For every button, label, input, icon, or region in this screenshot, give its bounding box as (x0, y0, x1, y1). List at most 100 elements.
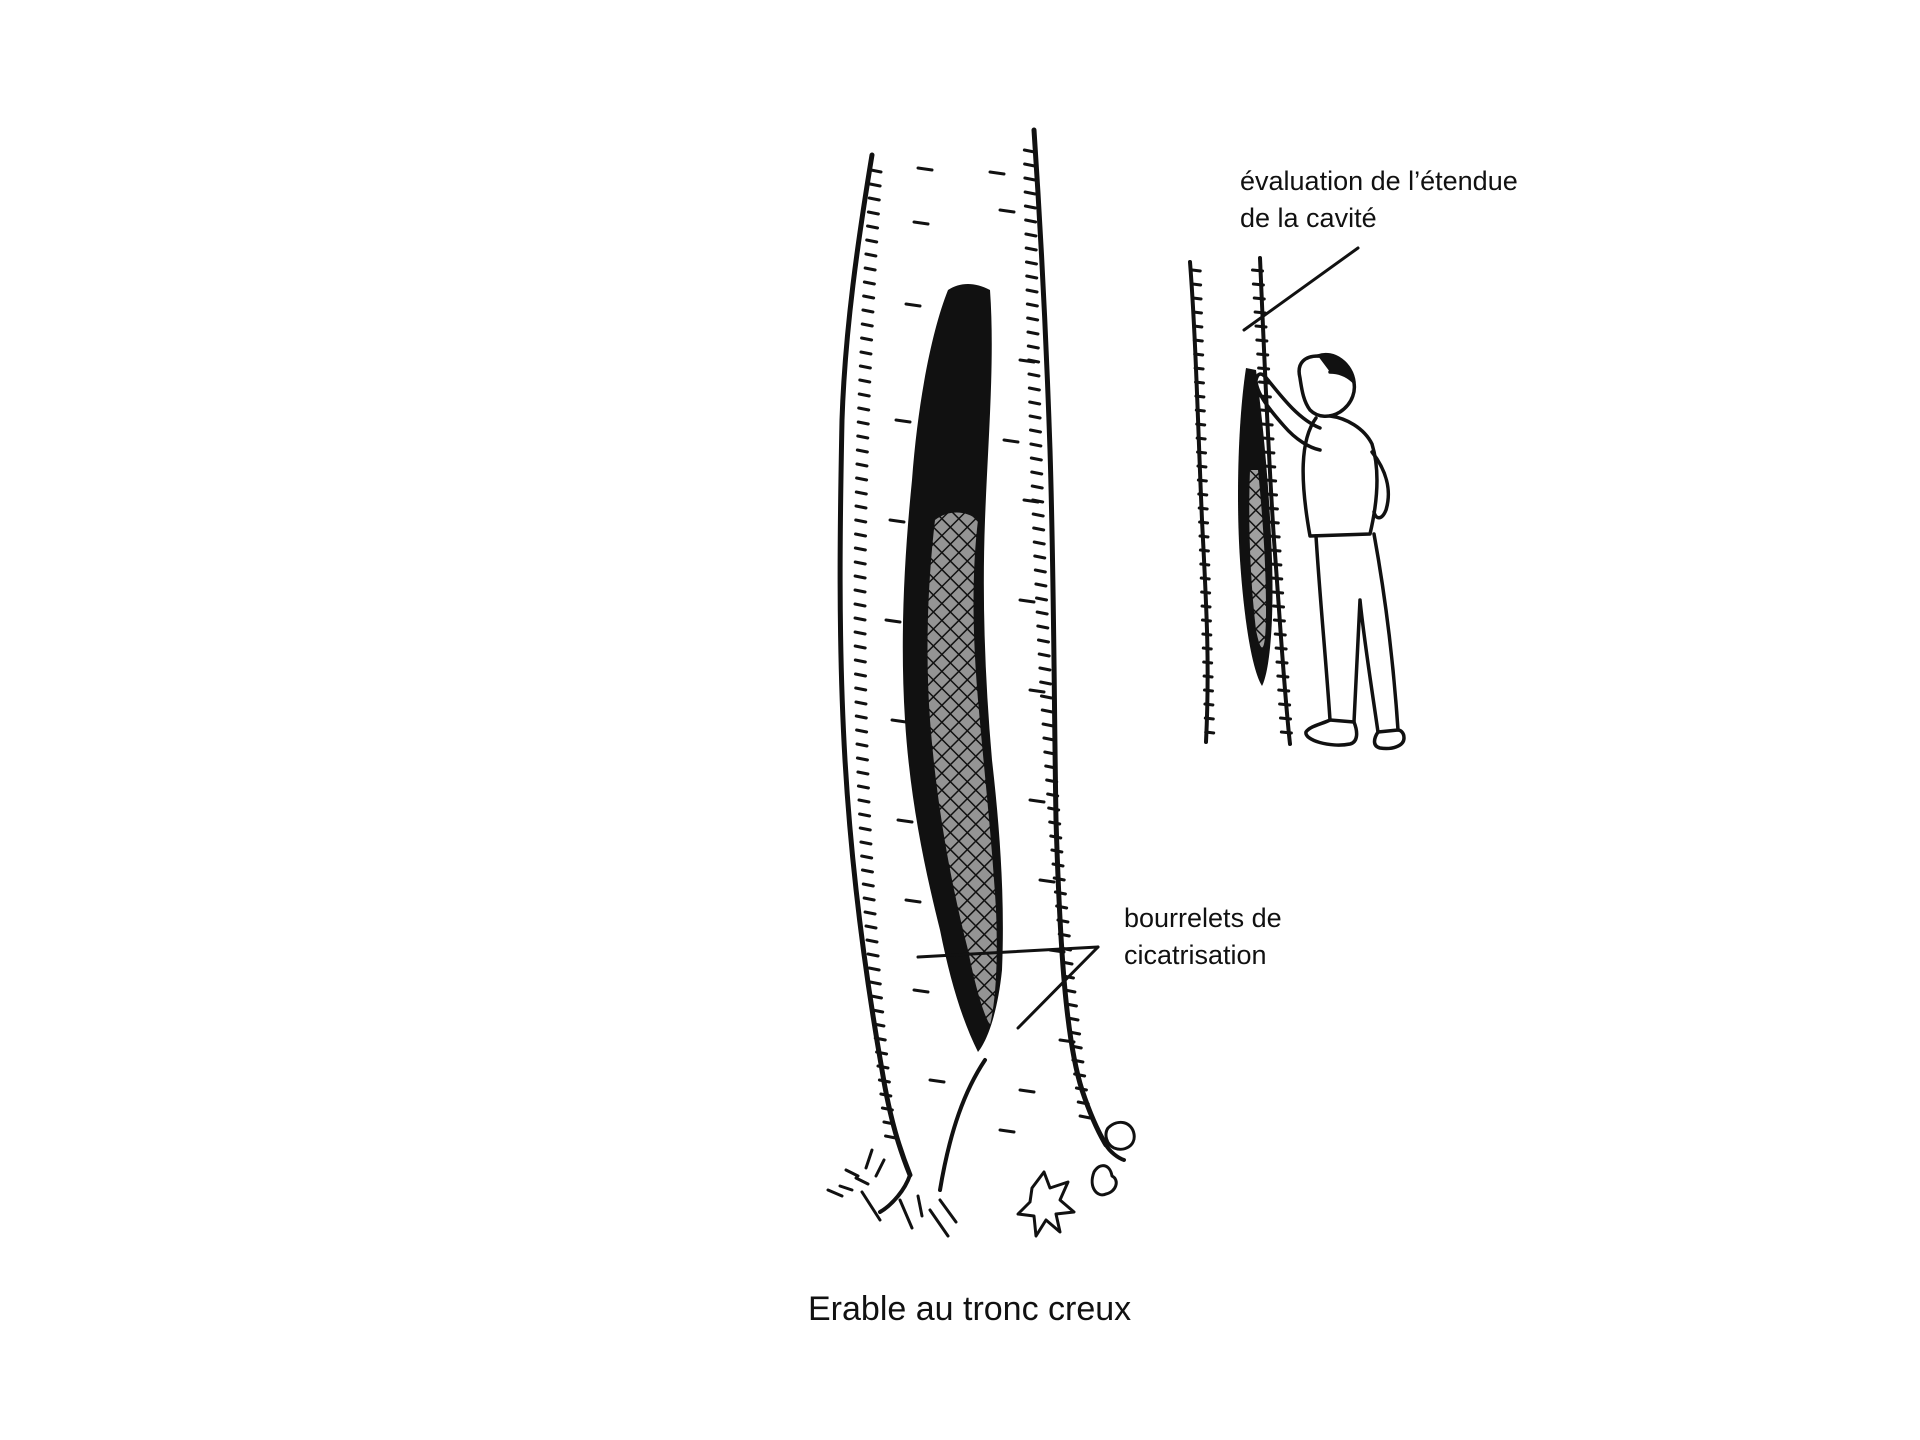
bark-tick (1256, 352, 1270, 357)
bark-tick (928, 1078, 946, 1084)
leader-lines (916, 246, 1360, 1030)
bark-tick (855, 448, 869, 454)
bark-tick (1197, 506, 1209, 511)
bark-tick (1071, 1058, 1085, 1064)
bark-tick (1252, 296, 1266, 301)
bark-tick (1048, 820, 1062, 826)
bark-tick (1051, 862, 1065, 868)
bark-tick (1196, 478, 1208, 483)
figure-caption: Erable au tronc creux (808, 1290, 1132, 1328)
bark-tick (856, 770, 870, 776)
bark-tick (1024, 246, 1038, 252)
bark-tick (1271, 590, 1285, 595)
bark-tick (861, 308, 875, 314)
bark-tick (1199, 562, 1211, 567)
bark-tick (853, 588, 867, 594)
bark-tick (854, 518, 868, 524)
bark-tick (1279, 716, 1292, 721)
bark-tick (854, 532, 868, 538)
bark-tick (1018, 598, 1036, 604)
bark-tick (1195, 422, 1207, 427)
bark-tick (856, 434, 870, 440)
bark-tick (1033, 554, 1047, 560)
bark-tick (1058, 1038, 1076, 1044)
bark-tick (1041, 722, 1055, 728)
bark-tick (1251, 282, 1265, 287)
bark-tick (1258, 380, 1271, 385)
bark-tick (1195, 436, 1207, 441)
bark-tick (853, 616, 867, 622)
bark-tick (853, 672, 867, 678)
bark-tick (998, 1128, 1016, 1134)
bark-tick (1260, 422, 1274, 427)
bark-tick (1033, 568, 1047, 574)
callus-ridges-line2: cicatrisation (1124, 940, 1267, 970)
bark-tick (1069, 1044, 1083, 1050)
bark-tick (854, 490, 868, 496)
bark-tick (1278, 702, 1292, 707)
bark-tick (1269, 562, 1283, 567)
bark-tick (876, 1064, 890, 1070)
bark-tick (1057, 932, 1071, 938)
cavity-crosshatch (927, 512, 997, 1025)
bark-tick (860, 868, 874, 874)
bark-tick (859, 840, 873, 846)
bark-tick (1050, 848, 1064, 854)
bark-tick (860, 322, 874, 328)
bark-tick (862, 280, 876, 286)
bark-tick (1194, 380, 1205, 385)
bark-tick (1262, 450, 1276, 455)
bark-tick (1196, 450, 1208, 455)
bark-tick (1199, 576, 1211, 581)
bark-tick (1053, 890, 1067, 896)
bark-tick (858, 826, 872, 832)
bark-tick (888, 518, 906, 524)
bark-tick (1029, 442, 1043, 448)
bark-tick (865, 238, 879, 244)
bark-tick (1198, 520, 1210, 525)
bark-tick (1064, 1002, 1078, 1008)
bark-tick (866, 952, 880, 958)
bark-tick (1253, 310, 1267, 315)
bark-tick (1254, 324, 1268, 329)
bark-tick (1036, 624, 1050, 630)
small-trunk-cavity-hatch (1249, 470, 1266, 648)
bark-tick (1024, 232, 1038, 238)
bark-tick (1202, 674, 1214, 679)
bark-tick (856, 420, 870, 426)
bark-tick (1035, 596, 1049, 602)
bark-tick (1275, 660, 1289, 665)
bark-tick (912, 220, 930, 226)
bark-tick (1032, 526, 1046, 532)
callus-ridges-line1: bourrelets de (1124, 903, 1282, 933)
small-plant (826, 1148, 958, 1238)
bark-tick (859, 350, 873, 356)
bark-tick (1023, 176, 1037, 182)
person-torso (1301, 414, 1379, 538)
bark-tick (869, 994, 883, 1000)
bark-tick (1028, 414, 1042, 420)
bark-tick (1191, 282, 1203, 287)
bark-tick (1204, 730, 1216, 735)
bark-tick (1036, 638, 1050, 644)
bark-tick (1076, 1100, 1090, 1106)
bark-tick (1078, 1114, 1092, 1120)
bark-tick (912, 988, 930, 994)
bark-tick (868, 182, 882, 188)
bark-tick (860, 854, 874, 860)
ground-litter (826, 1120, 1136, 1238)
bark-tick (1032, 540, 1046, 546)
bark-tick (855, 728, 869, 734)
bark-tick (1023, 190, 1037, 196)
bark-tick (1201, 646, 1213, 651)
bark-tick (1251, 268, 1264, 273)
bark-tick (896, 818, 914, 824)
bark-tick (1002, 438, 1020, 444)
bark-tick (1027, 386, 1041, 392)
maple-leaf (1016, 1170, 1076, 1238)
bark-tick (1034, 582, 1048, 588)
bark-tick (871, 1008, 885, 1014)
bark-tick (1274, 646, 1288, 651)
bark-tick (1031, 512, 1045, 518)
bark-tick (863, 910, 877, 916)
